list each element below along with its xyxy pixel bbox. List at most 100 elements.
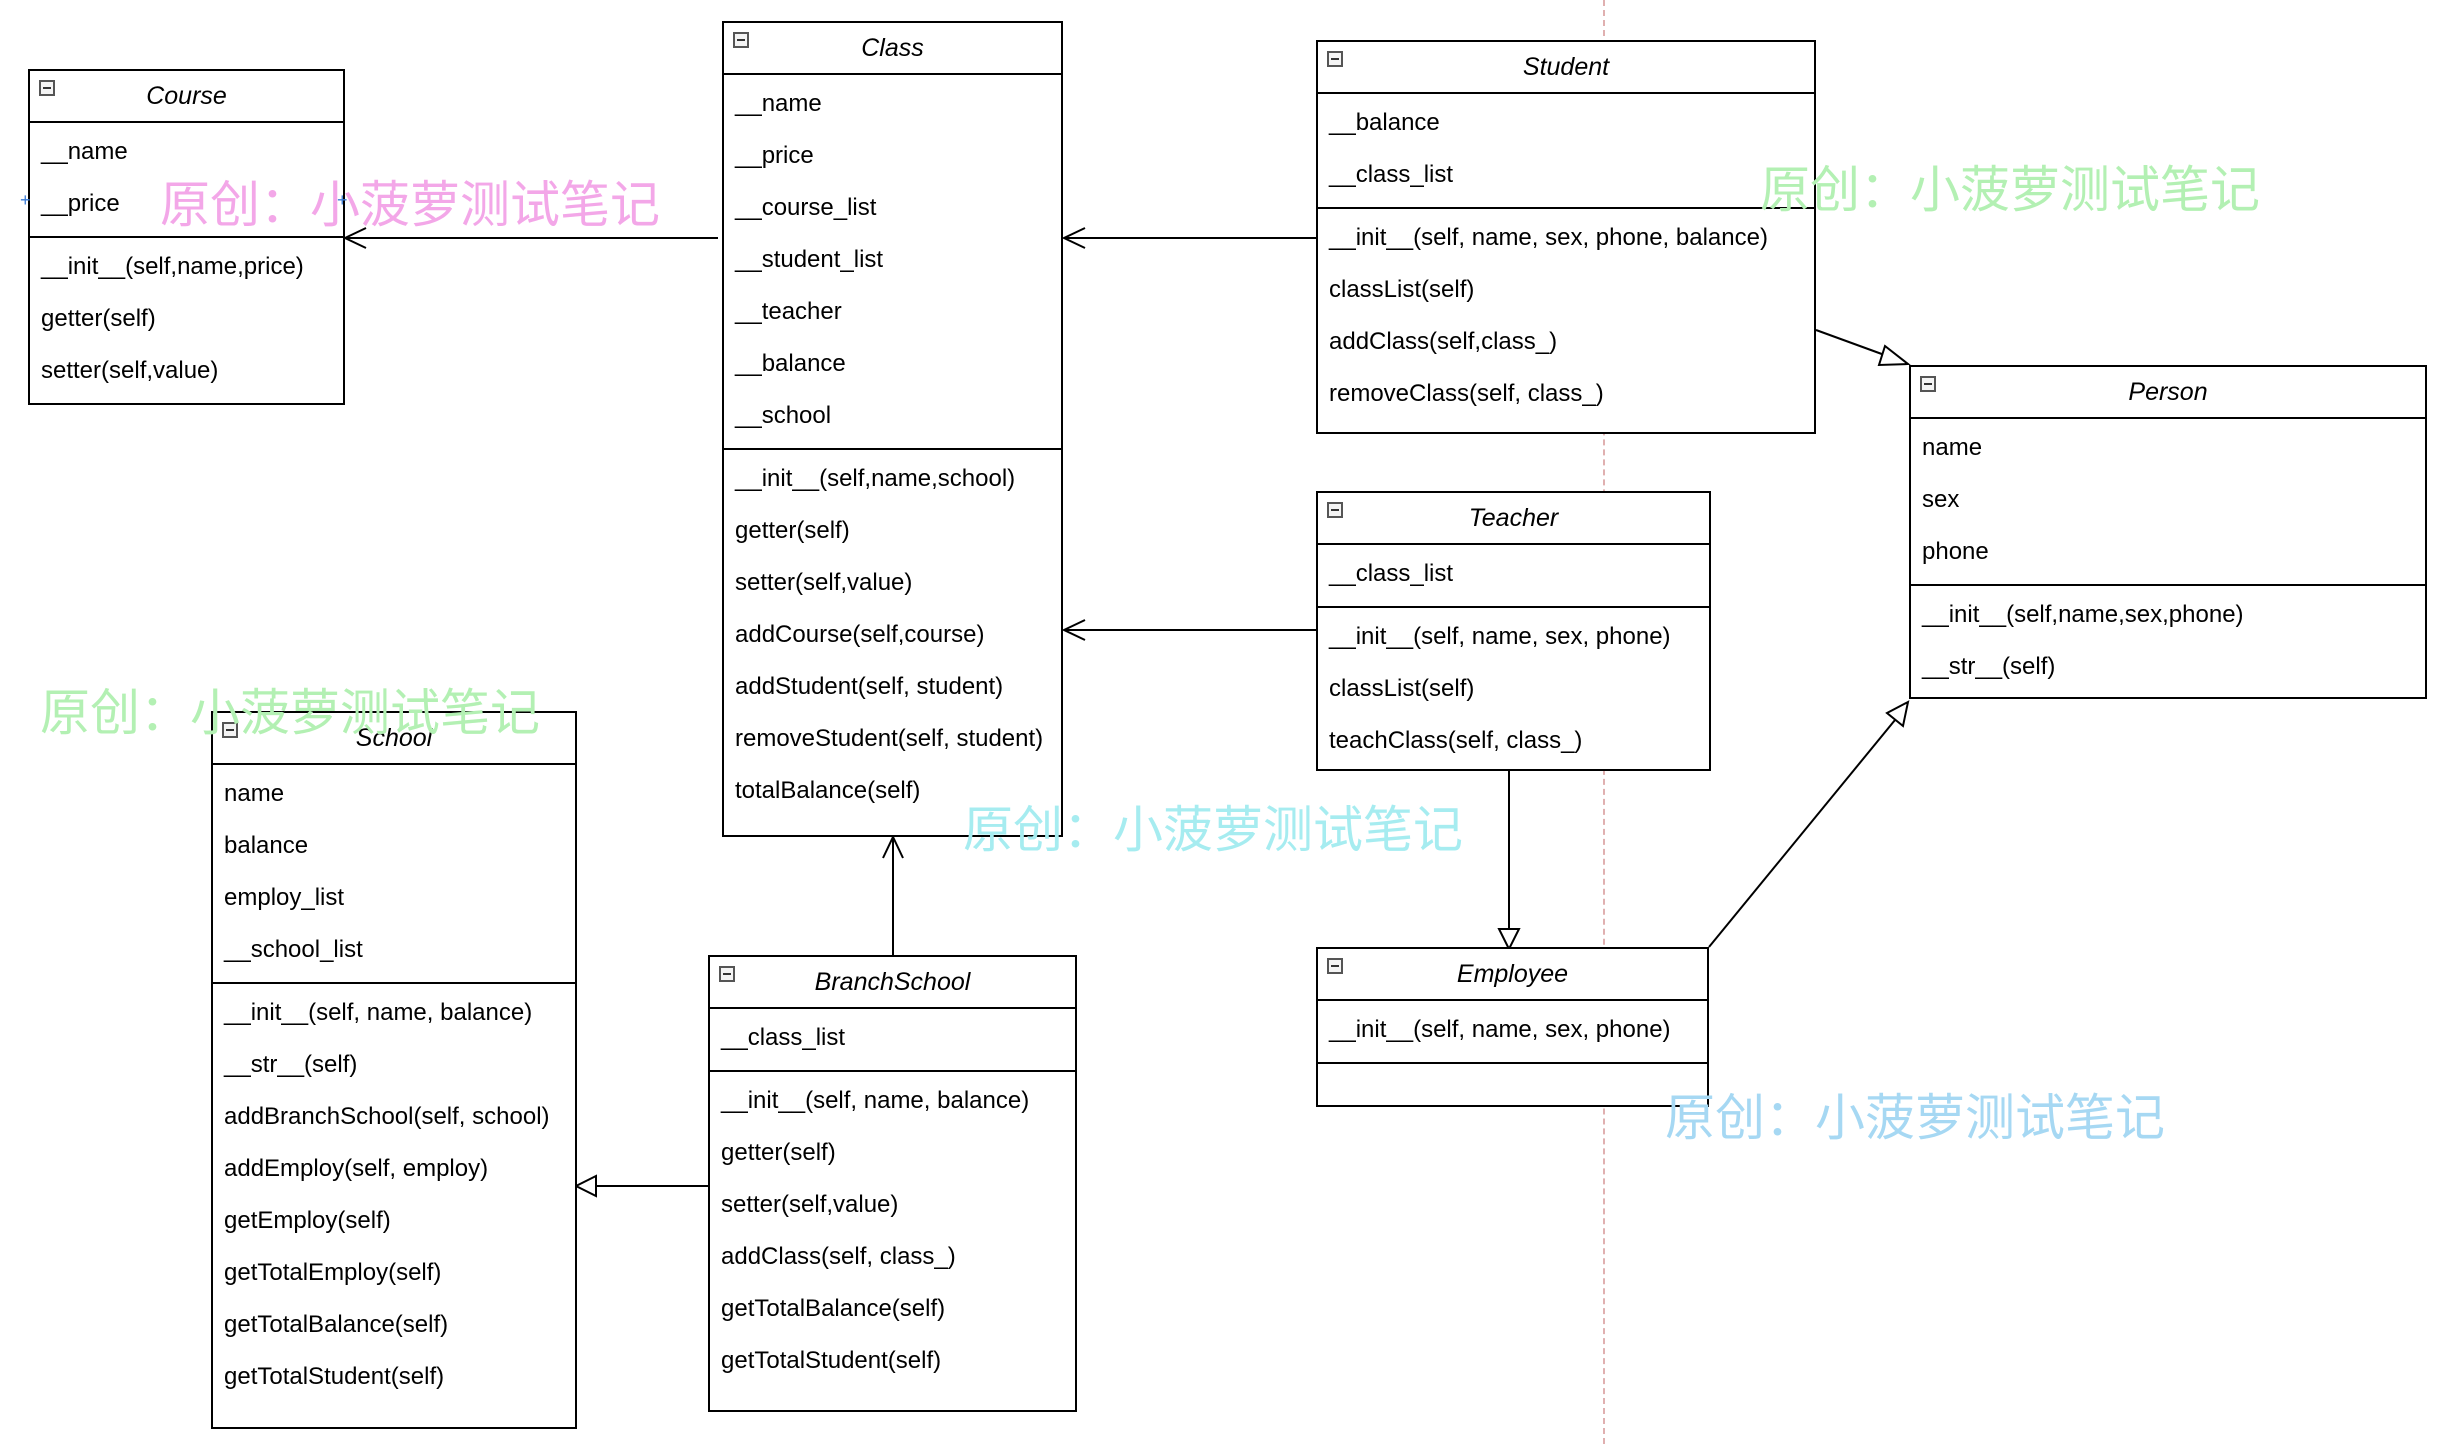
method-row: __init__(self,name,price) (41, 253, 304, 280)
method-row: __init__(self, name, sex, phone) (1329, 623, 1671, 650)
attribute-row: name (1922, 434, 1983, 461)
method-row: getEmploy(self) (224, 1207, 391, 1234)
method-row: addClass(self, class_) (721, 1243, 956, 1270)
collapse-icon[interactable] (1327, 958, 1343, 974)
method-row: addBranchSchool(self, school) (224, 1103, 550, 1130)
class-box-employee[interactable]: Employee __init__(self, name, sex, phone… (1316, 947, 1709, 1107)
method-row: addEmploy(self, employ) (224, 1155, 489, 1182)
class-box-school[interactable]: School name balance employ_list __school… (211, 711, 577, 1429)
method-row: getTotalStudent(self) (224, 1363, 445, 1390)
class-name: Class (861, 33, 924, 62)
class-header: Employee (1318, 949, 1707, 1001)
class-name: Employee (1456, 959, 1569, 988)
class-header: Student (1318, 42, 1814, 94)
arrowhead-branchschool-class (882, 834, 904, 859)
method-row: teachClass(self, class_) (1329, 727, 1583, 754)
collapse-icon[interactable] (1327, 502, 1343, 518)
class-name: School (355, 723, 433, 752)
class-header: Teacher (1318, 493, 1709, 545)
attributes-section: __name __price (30, 123, 343, 238)
triangle-employee-person (1885, 700, 1910, 728)
class-name: Person (2128, 377, 2208, 406)
attribute-row: balance (224, 832, 309, 859)
method-row: getter(self) (41, 305, 156, 332)
method-row: setter(self,value) (735, 569, 913, 596)
class-box-person[interactable]: Person name sex phone __init__(self,name… (1909, 365, 2427, 699)
methods-section: __init__(self, name, balance) getter(sel… (710, 1072, 1075, 1393)
method-row: addCourse(self,course) (735, 621, 985, 648)
method-row: __str__(self) (224, 1051, 358, 1078)
attribute-row: __name (735, 90, 822, 117)
attribute-row: __class_list (1329, 560, 1454, 587)
method-row: removeStudent(self, student) (735, 725, 1044, 752)
port-marker-icon: + (20, 190, 31, 210)
attribute-row: __teacher (735, 298, 842, 325)
method-row: __init__(self, name, balance) (224, 999, 533, 1026)
method-row: getter(self) (721, 1139, 836, 1166)
attribute-row: __school_list (224, 936, 363, 963)
methods-section: __init__(self, name, balance) __str__(se… (213, 984, 575, 1409)
method-row: setter(self,value) (721, 1191, 899, 1218)
attribute-row: __class_list (721, 1024, 846, 1051)
attribute-row: __price (735, 142, 814, 169)
class-header: Course (30, 71, 343, 123)
methods-section: __init__(self,name,school) getter(self) … (724, 450, 1061, 823)
collapse-icon[interactable] (39, 80, 55, 96)
method-row: getTotalStudent(self) (721, 1347, 942, 1374)
class-box-class[interactable]: Class __name __price __course_list __stu… (722, 21, 1063, 837)
method-row: getter(self) (735, 517, 850, 544)
attribute-row: name (224, 780, 285, 807)
collapse-icon[interactable] (719, 966, 735, 982)
methods-section: __init__(self,name,price) getter(self) s… (30, 238, 343, 403)
method-row: __init__(self,name,sex,phone) (1922, 601, 2244, 628)
methods-section: __init__(self, name, sex, phone, balance… (1318, 209, 1814, 426)
methods-section (1318, 1064, 1707, 1073)
attribute-row: __name (41, 138, 128, 165)
arrowhead-teacher-class (1061, 619, 1086, 641)
collapse-icon[interactable] (1920, 376, 1936, 392)
method-row: setter(self,value) (41, 357, 219, 384)
class-header: School (213, 713, 575, 765)
class-box-branchschool[interactable]: BranchSchool __class_list __init__(self,… (708, 955, 1077, 1412)
methods-section: __init__(self, name, sex, phone) classLi… (1318, 608, 1709, 773)
attribute-row: phone (1922, 538, 1989, 565)
attributes-section: name sex phone (1911, 419, 2425, 586)
attribute-row: __class_list (1329, 161, 1454, 188)
method-row: __init__(self, name, balance) (721, 1087, 1030, 1114)
method-row: getTotalBalance(self) (224, 1311, 449, 1338)
class-name: Teacher (1468, 503, 1559, 532)
method-row: __init__(self,name,school) (735, 465, 1016, 492)
attribute-row: __school (735, 402, 832, 429)
class-box-student[interactable]: Student __balance __class_list __init__(… (1316, 40, 1816, 434)
attributes-section: __balance __class_list (1318, 94, 1814, 209)
collapse-icon[interactable] (222, 722, 238, 738)
method-row: __init__(self, name, sex, phone, balance… (1329, 224, 1768, 251)
attribute-row: __init__(self, name, sex, phone) (1329, 1016, 1671, 1043)
arrowhead-student-class (1061, 227, 1086, 249)
arrowhead-class-course (342, 227, 367, 249)
attributes-section: name balance employ_list __school_list (213, 765, 575, 984)
class-name: Student (1522, 52, 1610, 81)
method-row: addStudent(self, student) (735, 673, 1004, 700)
connector-employee-person (1708, 719, 1896, 948)
class-box-teacher[interactable]: Teacher __class_list __init__(self, name… (1316, 491, 1711, 771)
triangle-teacher-employee (1497, 928, 1521, 952)
method-row: classList(self) (1329, 276, 1475, 303)
methods-section: __init__(self,name,sex,phone) __str__(se… (1911, 586, 2425, 699)
method-row: __str__(self) (1922, 653, 2056, 680)
attribute-row: __balance (1329, 109, 1440, 136)
collapse-icon[interactable] (1327, 51, 1343, 67)
collapse-icon[interactable] (733, 32, 749, 48)
class-header: BranchSchool (710, 957, 1075, 1009)
method-row: getTotalBalance(self) (721, 1295, 946, 1322)
triangle-branchschool-school (573, 1174, 597, 1198)
attribute-row: __price (41, 190, 120, 217)
attribute-row: __course_list (735, 194, 877, 221)
class-box-course[interactable]: Course __name __price __init__(self,name… (28, 69, 345, 405)
class-name: BranchSchool (814, 967, 971, 996)
method-row: addClass(self,class_) (1329, 328, 1558, 355)
attribute-row: sex (1922, 486, 1960, 513)
attribute-row: employ_list (224, 884, 345, 911)
attributes-section: __name __price __course_list __student_l… (724, 75, 1061, 450)
port-marker-icon: + (337, 190, 348, 210)
